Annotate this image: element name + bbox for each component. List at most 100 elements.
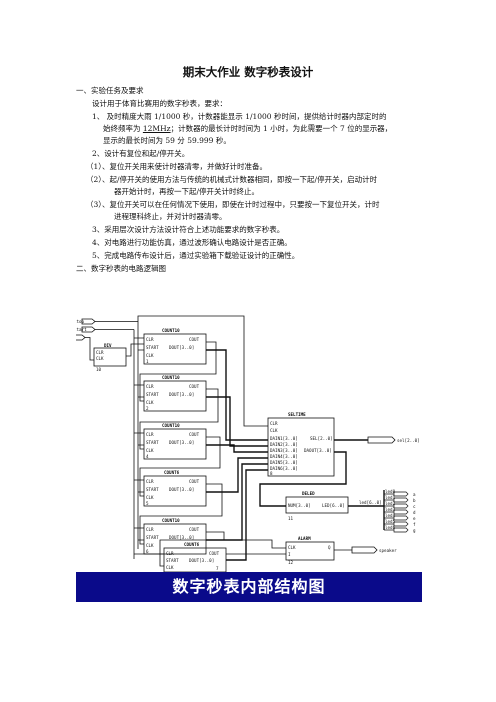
svg-text:g: g (413, 528, 416, 533)
svg-text:2: 2 (146, 406, 149, 411)
svg-text:CLK: CLK (288, 545, 296, 550)
counter-1-title: COUNT10 (162, 328, 180, 333)
svg-text:CLR: CLR (146, 384, 154, 389)
output-pin-speaker (351, 546, 378, 554)
figure-caption-band: 数字秒表内部结构图 (76, 572, 422, 602)
svg-text:a: a (413, 492, 416, 497)
counter-block-3 (143, 428, 207, 460)
svg-text:CLR: CLR (146, 432, 154, 437)
counter-6-title: COUNT6 (184, 542, 200, 547)
svg-text:I: I (288, 552, 291, 557)
svg-text:COUT: COUT (189, 337, 200, 342)
svg-text:DAOUT[3..0]: DAOUT[3..0] (304, 448, 332, 453)
svg-text:COUT: COUT (189, 479, 200, 484)
seltime-block (267, 417, 335, 477)
svg-text:1: 1 (146, 359, 149, 364)
item-3: 3、采用层次设计方法设计符合上述功能要求的数字秒表。 (92, 225, 285, 234)
svg-text:SEL[2..0]: SEL[2..0] (310, 436, 333, 441)
svg-text:CLR: CLR (96, 350, 104, 355)
svg-text:NUM[3..0]: NUM[3..0] (288, 503, 311, 508)
svg-text:DAIN5[3..0]: DAIN5[3..0] (270, 460, 298, 465)
item-2-1: （1）、复位开关用来使计时器清零，并做好计时准备。 (86, 162, 268, 171)
svg-text:COUT: COUT (189, 384, 200, 389)
counter-block-4 (143, 475, 207, 507)
svg-text:CLK: CLK (270, 428, 278, 433)
svg-text:5: 5 (146, 501, 149, 506)
item-1-line-a: 1、 及时精度大雨 1/1000 秒，计数器能显示 1/1000 秒时间，提供给… (92, 112, 387, 121)
svg-text:START: START (166, 558, 179, 563)
circuit-diagram: stop start clk DIV CLR CLK 10 COUNT10 CL… (64, 314, 422, 602)
label-start: start (76, 327, 87, 332)
svg-text:6: 6 (146, 549, 149, 554)
svg-text:f: f (413, 522, 416, 527)
svg-text:led0: led0 (385, 489, 396, 494)
svg-text:DAIN2[3..0]: DAIN2[3..0] (270, 442, 298, 447)
label-stop: stop (76, 319, 85, 324)
svg-text:Q: Q (328, 545, 331, 550)
svg-text:CLR: CLR (270, 421, 278, 426)
item-2: 2、设计有复位和起/停开关。 (92, 149, 190, 158)
svg-text:CLK: CLK (166, 565, 174, 570)
svg-text:c: c (413, 504, 416, 509)
svg-text:CLR: CLR (146, 337, 154, 342)
counter-5-title: COUNT10 (162, 518, 180, 523)
svg-text:DAIN4[3..0]: DAIN4[3..0] (270, 454, 298, 459)
svg-text:led3: led3 (385, 507, 396, 512)
alarm-title: ALARM (298, 536, 311, 541)
input-pin-start (81, 326, 96, 333)
svg-text:START: START (146, 487, 159, 492)
svg-text:DAIN1[3..0]: DAIN1[3..0] (270, 436, 298, 441)
svg-text:10: 10 (96, 367, 102, 372)
svg-text:led4: led4 (385, 513, 396, 518)
item-4: 4、对电路进行功能仿真，通过波形确认电路设计是否正确。 (92, 238, 292, 247)
svg-text:LED[6..0]: LED[6..0] (322, 503, 345, 508)
svg-text:COUT: COUT (209, 551, 220, 556)
item-2-3-line-a: （3）、复位开关可以在任何情况下使用，即使在计时过程中，只要按一下复位开关，计时 (86, 200, 380, 209)
item-1-line-c: 显示的最长时间为 59 分 59.999 秒。 (103, 136, 231, 145)
svg-text:START: START (146, 440, 159, 445)
section-heading-1: 一、实验任务及要求 (76, 86, 144, 95)
svg-text:DOUT[3..0]: DOUT[3..0] (169, 392, 194, 397)
svg-text:7: 7 (216, 566, 219, 571)
deled-block (285, 496, 349, 514)
svg-text:CLK: CLK (146, 353, 154, 358)
item-2-2-line-a: （2）、起/停开关的使用方法与传统的机械式计数器相同，即按一下起/停开关，启动计… (86, 175, 378, 184)
figure-caption: 数字秒表内部结构图 (172, 577, 326, 596)
svg-text:START: START (146, 345, 159, 350)
svg-text:b: b (413, 498, 416, 503)
svg-text:CLK: CLK (146, 495, 154, 500)
svg-text:START: START (146, 535, 159, 540)
svg-text:led2: led2 (385, 501, 396, 506)
input-pin-stop (81, 318, 96, 325)
item-5: 5、完成电路传布设计后，通过实验箱下载验证设计的正确性。 (92, 251, 300, 260)
svg-text:11: 11 (288, 516, 294, 521)
svg-text:CLK: CLK (146, 448, 154, 453)
svg-text:DAIN3[3..0]: DAIN3[3..0] (270, 448, 298, 453)
svg-text:COUT: COUT (189, 527, 200, 532)
svg-text:COUT: COUT (189, 432, 200, 437)
item-1-line-b: 始终频率为 12MHz；计数器的最长计时时间为 1 小时，为此需要一个 7 位的… (103, 124, 393, 133)
svg-text:DOUT[3..0]: DOUT[3..0] (169, 487, 194, 492)
seltime-title: SELTIME (288, 412, 306, 417)
svg-text:CLK: CLK (96, 356, 104, 361)
counter-3-title: COUNT10 (162, 423, 180, 428)
svg-text:CLK: CLK (146, 400, 154, 405)
item-2-3-line-b: 进程理科终止，并对计时器清零。 (114, 212, 227, 221)
input-pin-clk (71, 334, 86, 341)
item-2-2-line-b: 器开始计时，再按一下起/停开关计时终止。 (114, 187, 260, 196)
svg-text:START: START (146, 392, 159, 397)
svg-text:12: 12 (288, 560, 294, 565)
label-led-bus: led[6..0] (359, 500, 382, 505)
svg-text:CLR: CLR (166, 551, 174, 556)
page-title: 期末大作业 数字秒表设计 (182, 65, 314, 79)
svg-text:DAIN6[3..0]: DAIN6[3..0] (270, 466, 298, 471)
counter-block-1 (143, 333, 207, 365)
label-sel-out: sel[2..0] (397, 438, 420, 443)
intro-text: 设计用于体育比赛用的数字秒表，要求： (92, 99, 227, 108)
output-pin-sel (367, 436, 396, 444)
div-title: DIV (104, 343, 112, 348)
counter-block-2 (143, 380, 207, 412)
svg-text:DOUT[3..0]: DOUT[3..0] (169, 535, 194, 540)
svg-text:8: 8 (270, 471, 273, 476)
svg-text:4: 4 (146, 454, 149, 459)
